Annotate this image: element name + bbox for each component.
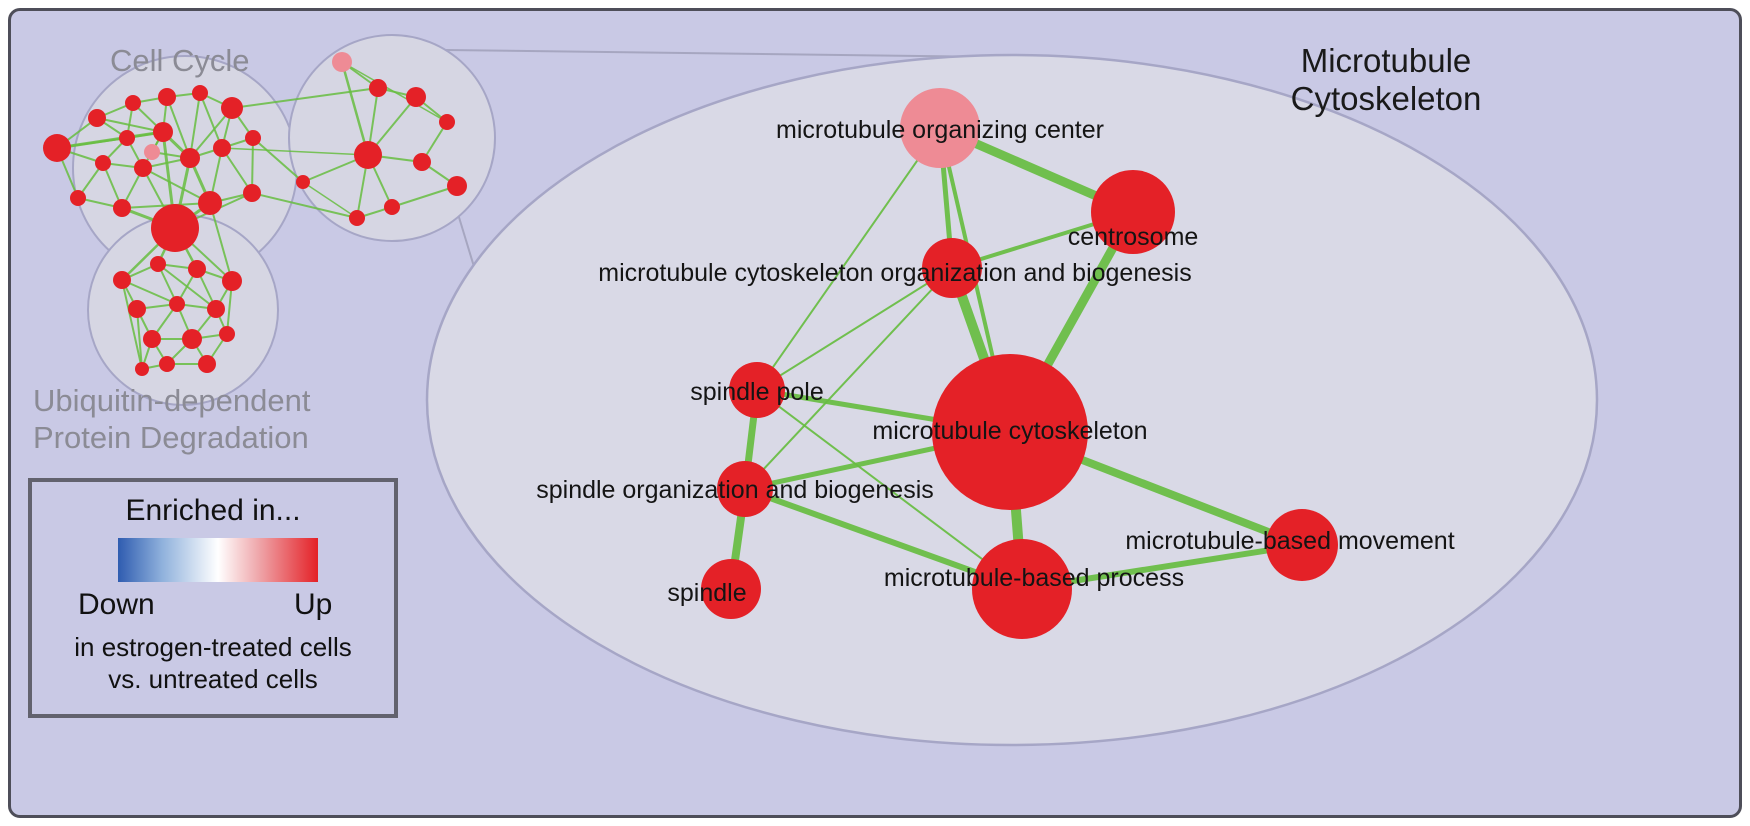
detail-edge: [756, 267, 953, 391]
detail-node-label: spindle: [667, 579, 746, 607]
overview-edge: [142, 167, 211, 204]
overview-node: [219, 326, 235, 342]
overview-edge: [340, 61, 370, 156]
legend-gradient-bar: [118, 538, 318, 582]
overview-edge: [251, 192, 358, 219]
detail-edge: [756, 127, 941, 391]
overview-node: [413, 153, 431, 171]
detail-node-label: microtubule-based movement: [1125, 527, 1454, 555]
legend-context-line1: in estrogen-treated cells: [74, 632, 352, 662]
overview-node: [354, 141, 382, 169]
magnifier-line: [445, 49, 1001, 58]
overview-node: [135, 362, 149, 376]
overview-node: [245, 130, 261, 146]
legend-context-line2: vs. untreated cells: [108, 664, 318, 694]
overview-node: [150, 256, 166, 272]
overview-node: [198, 191, 222, 215]
overview-edge: [121, 202, 211, 209]
overview-edge: [166, 96, 191, 159]
overview-node: [182, 329, 202, 349]
overview-node: [221, 97, 243, 119]
overview-edge: [221, 147, 369, 156]
detail-node: [1091, 170, 1175, 254]
overview-node: [134, 159, 152, 177]
detail-node-label: spindle pole: [690, 378, 823, 406]
cluster-label-ubiquitin: Ubiquitin-dependent Protein Degradation: [33, 383, 311, 455]
overview-node: [188, 260, 206, 278]
detail-node: [972, 539, 1072, 639]
overview-node: [192, 85, 208, 101]
overview-node: [113, 199, 131, 217]
overview-node: [213, 139, 231, 157]
overview-node: [153, 122, 173, 142]
overview-node: [332, 52, 352, 72]
overview-edge: [231, 87, 379, 109]
overview-edge: [121, 279, 178, 305]
overview-node: [222, 271, 242, 291]
overview-node: [447, 176, 467, 196]
overview-node: [70, 190, 86, 206]
overview-node: [144, 144, 160, 160]
legend-up-label: Up: [294, 588, 333, 621]
overview-edge: [189, 92, 201, 159]
overview-node: [113, 271, 131, 289]
overview-node: [119, 130, 135, 146]
overview-node: [159, 356, 175, 372]
overview-edge: [136, 308, 143, 370]
overview-edge: [121, 279, 143, 370]
overview-node: [151, 204, 199, 252]
overview-node: [125, 95, 141, 111]
detail-node-label: microtubule cytoskeleton: [872, 417, 1147, 445]
detail-edge: [744, 267, 953, 490]
overview-node: [169, 296, 185, 312]
overview-node: [198, 355, 216, 373]
detail-node: [1266, 509, 1338, 581]
detail-node-label: microtubule organizing center: [776, 116, 1104, 144]
overview-node: [128, 300, 146, 318]
overview-edge: [391, 185, 458, 208]
overview-edge: [209, 202, 233, 282]
overview-node: [369, 79, 387, 97]
overview-node: [43, 134, 71, 162]
detail-node-label: spindle organization and biogenesis: [536, 476, 934, 504]
overview-edge: [199, 92, 223, 149]
overview-node: [349, 210, 365, 226]
overview-node: [95, 155, 111, 171]
overview-node: [296, 175, 310, 189]
legend-down-label: Down: [78, 588, 155, 621]
overview-node: [439, 114, 455, 130]
overview-edge: [221, 147, 253, 194]
detail-node: [701, 559, 761, 619]
detail-node-label: microtubule-based process: [884, 564, 1184, 592]
overview-node: [180, 148, 200, 168]
overview-node: [406, 87, 426, 107]
detail-node: [922, 238, 982, 298]
overview-node: [243, 184, 261, 202]
detail-edge: [756, 389, 1023, 590]
detail-node: [729, 362, 785, 418]
legend-box: Enriched in... Down Up in estrogen-treat…: [28, 478, 398, 718]
overview-node: [143, 330, 161, 348]
detail-node: [932, 354, 1088, 510]
overview-node: [158, 88, 176, 106]
detail-node: [717, 461, 773, 517]
overview-node: [384, 199, 400, 215]
detail-node-label: centrosome: [1068, 223, 1199, 251]
overview-edge: [302, 181, 358, 219]
detail-node-label: microtubule cytoskeleton organization an…: [598, 259, 1191, 287]
cluster-label-cell-cycle: Cell Cycle: [110, 43, 250, 78]
legend-title: Enriched in...: [125, 494, 301, 527]
cluster-label-microtubule: Microtubule Cytoskeleton: [1290, 42, 1482, 117]
overview-edge: [251, 137, 254, 194]
overview-edge: [252, 137, 304, 183]
overview-node: [88, 109, 106, 127]
detail-node: [900, 88, 980, 168]
overview-node: [207, 300, 225, 318]
